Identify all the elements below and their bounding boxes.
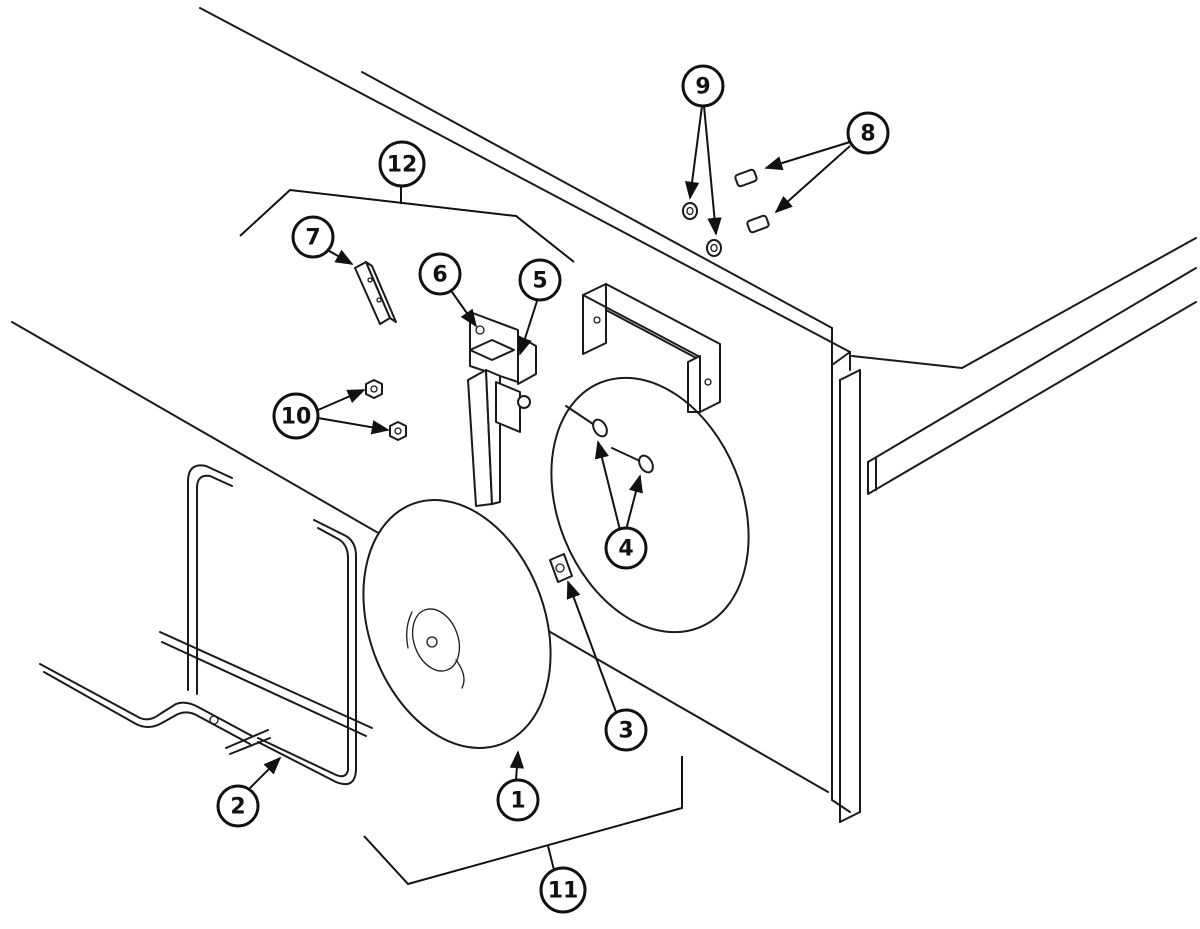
washers-part-9 <box>682 202 722 257</box>
callout-11: 11 <box>539 866 587 914</box>
callout-6-label: 6 <box>432 263 447 288</box>
callout-3: 3 <box>604 708 648 752</box>
callout-11-label: 11 <box>548 879 579 904</box>
callout-12: 12 <box>378 140 426 188</box>
disc-part-1 <box>362 499 552 749</box>
callout-4: 4 <box>604 526 648 570</box>
callout-1: 1 <box>496 778 540 822</box>
callout-2: 2 <box>216 784 260 828</box>
latch-assembly-part-5 <box>467 311 537 507</box>
screws-part-4 <box>565 405 654 474</box>
cabinet-outline <box>11 7 1197 823</box>
assembly-bracket-12 <box>239 188 575 263</box>
bolts-part-8 <box>734 168 770 234</box>
callout-5-label: 5 <box>532 269 547 294</box>
callout-1-label: 1 <box>510 789 525 814</box>
callout-7: 7 <box>291 215 335 259</box>
callout-4-label: 4 <box>618 537 633 562</box>
callout-9: 9 <box>681 64 725 108</box>
callout-6: 6 <box>418 252 462 296</box>
wire-rack-part-2 <box>39 464 373 786</box>
callout-7-label: 7 <box>305 226 320 251</box>
nuts-part-10 <box>365 379 407 441</box>
leader-11 <box>547 845 555 871</box>
side-trim-strip <box>867 267 1197 495</box>
assembly-bracket-11 <box>363 756 683 886</box>
callout-10-label: 10 <box>281 405 312 430</box>
callout-2-label: 2 <box>230 795 245 820</box>
clip-part-3 <box>549 553 573 583</box>
callout-5: 5 <box>518 258 562 302</box>
callout-3-label: 3 <box>618 719 633 744</box>
callout-10: 10 <box>272 392 320 440</box>
callout-12-label: 12 <box>387 153 418 178</box>
mounting-bracket <box>582 283 721 413</box>
leader-arrows <box>249 105 851 789</box>
panel-opening <box>550 376 750 634</box>
callout-9-label: 9 <box>695 75 710 100</box>
callout-8-label: 8 <box>860 122 875 147</box>
plate-part-7 <box>354 261 397 325</box>
callout-8: 8 <box>846 111 890 155</box>
